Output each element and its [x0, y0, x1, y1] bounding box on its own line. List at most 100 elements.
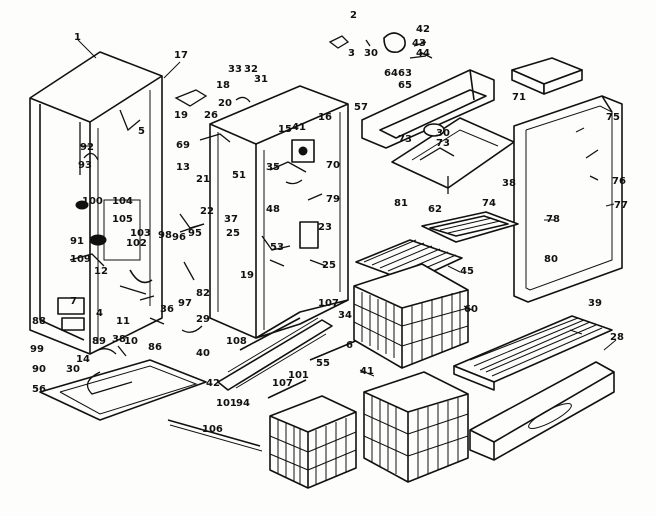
callout-number: 19	[174, 110, 188, 121]
callout-number: 34	[338, 310, 352, 321]
callout-number: 28	[610, 332, 624, 343]
callout-number: 29	[196, 314, 210, 325]
wire-basket-lower	[363, 371, 469, 483]
callout-number: 22	[200, 206, 214, 217]
callout-number: 51	[232, 170, 246, 181]
callout-number: 108	[226, 336, 247, 347]
callout-number: 94	[236, 398, 250, 409]
callout-number: 53	[270, 242, 284, 253]
callout-number: 48	[266, 204, 280, 215]
callout-number: 30	[66, 364, 80, 375]
callout-number: 102	[126, 238, 147, 249]
callout-number: 2	[350, 10, 357, 21]
crisper-cover	[421, 211, 519, 243]
callout-number: 10	[124, 336, 138, 347]
callout-number: 42	[206, 378, 220, 389]
callout-number: 11	[116, 316, 130, 327]
callout-number: 12	[94, 266, 108, 277]
callout-number: 19	[240, 270, 254, 281]
callout-number: 35	[266, 162, 280, 173]
callout-number: 107	[272, 378, 293, 389]
callout-number: 74	[482, 198, 496, 209]
callout-number: 78	[546, 214, 560, 225]
callout-number: 17	[174, 50, 188, 61]
callout-number: 5	[138, 126, 145, 137]
callout-number: 23	[318, 222, 332, 233]
wire-basket-upper	[353, 263, 469, 369]
callout-number: 30	[436, 128, 450, 139]
callout-number: 14	[76, 354, 90, 365]
liner-assembly	[209, 85, 349, 339]
door-panel	[513, 95, 623, 303]
callout-number: 90	[32, 364, 46, 375]
callout-number: 38	[112, 334, 126, 345]
callout-number: 31	[254, 74, 268, 85]
callout-number: 96	[172, 232, 186, 243]
callout-number: 60	[464, 304, 478, 315]
callout-number: 25	[322, 260, 336, 271]
callout-number: 76	[612, 176, 626, 187]
callout-number: 63	[398, 68, 412, 79]
callout-number: 89	[92, 336, 106, 347]
callout-number: 73	[436, 138, 450, 149]
small-parts-top	[97, 32, 433, 357]
callout-number: 64	[384, 68, 398, 79]
callout-number: 95	[188, 228, 202, 239]
callout-number: 56	[32, 384, 46, 395]
callout-number: 41	[292, 122, 306, 133]
callout-number: 93	[78, 160, 92, 171]
callout-number: 42	[416, 24, 430, 35]
leader-lines	[77, 39, 617, 377]
callout-number: 75	[606, 112, 620, 123]
callout-number: 3	[348, 48, 355, 59]
callout-number: 104	[112, 196, 133, 207]
evaporator-tubes	[217, 317, 359, 399]
callout-number: 82	[196, 288, 210, 299]
callout-number: 80	[544, 254, 558, 265]
callout-number: 57	[354, 102, 368, 113]
callout-number: 36	[160, 304, 174, 315]
callout-number: 26	[204, 110, 218, 121]
base-pan	[39, 359, 207, 421]
callout-number: 4	[96, 308, 103, 319]
callout-number: 101	[216, 398, 237, 409]
callout-number: 30	[364, 48, 378, 59]
callout-number: 69	[176, 140, 190, 151]
callout-number: 44	[416, 48, 430, 59]
cabinet-shell	[29, 51, 163, 355]
icemaker-bin	[511, 57, 583, 95]
callout-number: 91	[70, 236, 84, 247]
callout-number: 1	[74, 32, 81, 43]
callout-number: 45	[460, 266, 474, 277]
callout-number: 20	[218, 98, 232, 109]
callout-number: 97	[178, 298, 192, 309]
callout-number: 105	[112, 214, 133, 225]
callout-number: 73	[398, 134, 412, 145]
callout-number: 109	[70, 254, 91, 265]
callout-number: 55	[316, 358, 330, 369]
callout-number: 18	[216, 80, 230, 91]
callout-number: 13	[176, 162, 190, 173]
callout-number: 107	[318, 298, 339, 309]
callout-number: 65	[398, 80, 412, 91]
callout-number: 39	[588, 298, 602, 309]
callout-number: 106	[202, 424, 223, 435]
callout-number: 88	[32, 316, 46, 327]
callout-number: 32	[244, 64, 258, 75]
callout-number: 70	[326, 160, 340, 171]
callout-number: 6	[346, 340, 353, 351]
callout-number: 71	[512, 92, 526, 103]
callout-number: 37	[224, 214, 238, 225]
callout-number: 25	[226, 228, 240, 239]
callout-number: 99	[30, 344, 44, 355]
callout-number: 77	[614, 200, 628, 211]
callout-number: 92	[80, 142, 94, 153]
callout-number: 40	[196, 348, 210, 359]
callout-number: 79	[326, 194, 340, 205]
callout-number: 62	[428, 204, 442, 215]
callout-number: 21	[196, 174, 210, 185]
callout-number: 15	[278, 124, 292, 135]
callout-number: 100	[82, 196, 103, 207]
